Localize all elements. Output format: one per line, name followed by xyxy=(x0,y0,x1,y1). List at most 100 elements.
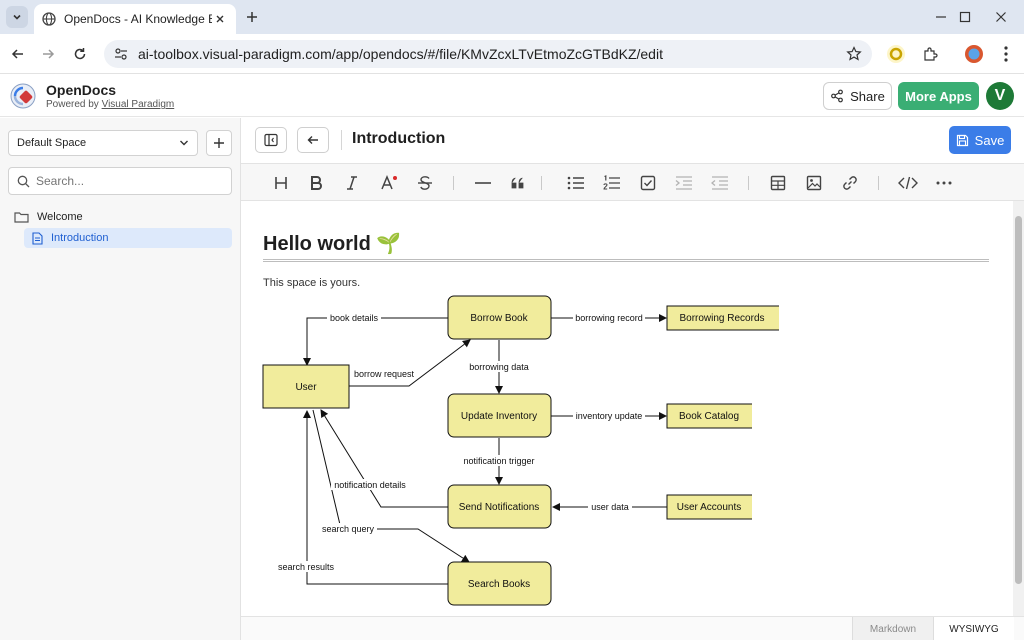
toolbar-divider xyxy=(878,176,879,190)
bullet-list-button[interactable] xyxy=(564,171,588,195)
edge-notification-details xyxy=(320,409,448,508)
back-to-list-button[interactable] xyxy=(297,127,329,153)
blockquote-button[interactable] xyxy=(506,171,530,195)
node-label-send-notifications: Send Notifications xyxy=(459,502,540,513)
horizontal-rule-button[interactable] xyxy=(471,171,495,195)
browser-tab-bar: OpenDocs - AI Knowledge Base xyxy=(0,0,1024,34)
edge-label-borrow-request: borrow request xyxy=(354,369,415,379)
reload-button[interactable] xyxy=(68,42,92,66)
plus-icon xyxy=(214,138,224,148)
site-settings-icon[interactable] xyxy=(114,47,128,61)
node-send-notifications[interactable] xyxy=(447,484,552,529)
editor-mode-bar: Markdown WYSIWYG xyxy=(241,616,1024,640)
profile-icon xyxy=(965,45,983,63)
markdown-mode-tab[interactable]: Markdown xyxy=(852,617,934,640)
store-book-catalog[interactable] xyxy=(667,404,752,428)
toggle-sidebar-button[interactable] xyxy=(255,127,287,153)
outdent-icon xyxy=(711,176,728,190)
bold-button[interactable] xyxy=(304,171,328,195)
new-tab-button[interactable] xyxy=(242,7,262,27)
save-button[interactable]: Save xyxy=(949,126,1011,154)
sidebar-item-welcome[interactable]: Welcome xyxy=(14,207,83,227)
more-apps-button[interactable]: More Apps xyxy=(898,82,979,110)
checkbox-icon xyxy=(640,175,656,191)
edge-label-search-query: search query xyxy=(322,524,375,534)
italic-button[interactable] xyxy=(340,171,364,195)
user-avatar[interactable]: V xyxy=(986,82,1014,110)
heading-icon xyxy=(275,177,287,189)
ordered-list-icon xyxy=(603,175,620,190)
bullet-list-icon xyxy=(567,176,584,190)
search-input[interactable] xyxy=(36,174,216,188)
browser-menu-button[interactable] xyxy=(994,42,1018,66)
insert-image-button[interactable] xyxy=(802,171,826,195)
edge-label-search-results: search results xyxy=(278,562,335,572)
edge-label-inventory-update: inventory update xyxy=(576,411,643,421)
tab-close-button[interactable] xyxy=(212,11,228,27)
content-scrollbar-thumb[interactable] xyxy=(1015,216,1022,584)
edge-label-borrowing-data: borrowing data xyxy=(469,362,529,372)
address-bar[interactable]: ai-toolbox.visual-paradigm.com/app/opend… xyxy=(104,40,872,68)
code-button[interactable] xyxy=(896,171,920,195)
image-icon xyxy=(806,175,822,191)
visual-paradigm-link[interactable]: Visual Paradigm xyxy=(101,99,175,110)
chevron-down-icon xyxy=(13,14,21,20)
toolbar-divider xyxy=(541,176,542,190)
tab-search-button[interactable] xyxy=(6,6,28,28)
opendocs-logo-icon xyxy=(10,83,36,109)
edge-search-results xyxy=(303,410,448,585)
strikethrough-icon xyxy=(418,176,432,190)
close-window-button[interactable] xyxy=(978,0,1024,34)
wysiwyg-mode-tab[interactable]: WYSIWYG xyxy=(934,617,1014,640)
italic-icon xyxy=(347,176,357,190)
document-icon xyxy=(32,231,43,245)
node-user[interactable] xyxy=(262,364,350,409)
node-label-borrow-book: Borrow Book xyxy=(470,313,528,324)
space-select[interactable]: Default Space xyxy=(8,130,198,156)
insert-link-button[interactable] xyxy=(838,171,862,195)
profile-button[interactable] xyxy=(962,42,986,66)
back-button[interactable] xyxy=(6,42,30,66)
url-text: ai-toolbox.visual-paradigm.com/app/opend… xyxy=(138,46,663,62)
node-update-inventory[interactable] xyxy=(447,393,552,438)
powered-by-prefix: Powered by xyxy=(46,99,99,110)
node-borrow-book[interactable] xyxy=(447,295,552,340)
forward-button[interactable] xyxy=(36,42,60,66)
sidebar-item-introduction[interactable]: Introduction xyxy=(24,228,232,248)
heading-button[interactable] xyxy=(269,171,293,195)
bookmark-star-icon[interactable] xyxy=(846,46,862,62)
task-list-button[interactable] xyxy=(636,171,660,195)
quote-icon xyxy=(511,177,524,189)
store-borrowing-records[interactable] xyxy=(667,306,779,330)
indent-button[interactable] xyxy=(672,171,696,195)
strikethrough-button[interactable] xyxy=(413,171,437,195)
sidebar-search[interactable] xyxy=(8,167,232,195)
sidebar-toggle-icon xyxy=(264,133,278,147)
document-content[interactable]: Hello world 🌱 This space is yours. book … xyxy=(241,201,1024,616)
store-label-borrowing-records: Borrowing Records xyxy=(679,313,764,324)
insert-table-button[interactable] xyxy=(766,171,790,195)
text-color-button[interactable] xyxy=(377,171,401,195)
ordered-list-button[interactable] xyxy=(600,171,624,195)
more-vertical-icon xyxy=(1004,46,1008,62)
arrow-left-icon xyxy=(11,49,23,59)
edge-label-notification-details: notification details xyxy=(334,480,406,490)
code-icon xyxy=(898,176,918,190)
maximize-icon xyxy=(959,11,971,23)
node-search-books[interactable] xyxy=(447,561,552,606)
more-options-button[interactable] xyxy=(932,171,956,195)
extensions-menu-button[interactable] xyxy=(918,42,942,66)
store-user-accounts[interactable] xyxy=(667,495,752,519)
node-label-search-books: Search Books xyxy=(468,579,530,590)
add-space-button[interactable] xyxy=(206,130,232,156)
maximize-button[interactable] xyxy=(942,0,988,34)
heading-rule xyxy=(263,259,989,262)
minimize-button[interactable] xyxy=(918,0,964,34)
close-icon xyxy=(216,15,224,23)
share-button[interactable]: Share xyxy=(823,82,892,110)
outdent-button[interactable] xyxy=(708,171,732,195)
close-icon xyxy=(996,12,1006,22)
reload-icon xyxy=(74,48,86,60)
browser-tab[interactable]: OpenDocs - AI Knowledge Base xyxy=(34,4,236,34)
extension-button[interactable] xyxy=(884,42,908,66)
